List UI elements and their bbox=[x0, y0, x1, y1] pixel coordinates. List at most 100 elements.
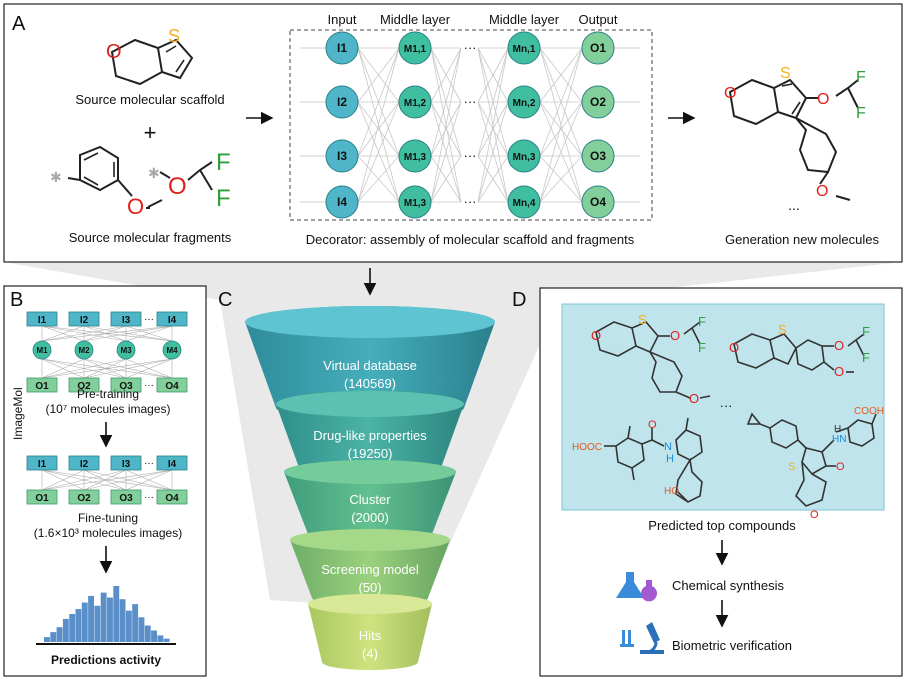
output-node bbox=[581, 31, 615, 65]
stage-name: Virtual database bbox=[323, 358, 417, 373]
input-cell-label: I1 bbox=[38, 315, 47, 326]
middle-layer-n-node bbox=[507, 185, 541, 219]
network-edge bbox=[357, 47, 400, 103]
nitrogen-atom: N bbox=[664, 441, 672, 453]
network-edge bbox=[539, 47, 583, 157]
network-edge bbox=[430, 47, 462, 103]
network-nodes: ············I1I2I3I4M1,1M1,2M1,3M1,3Mn,1… bbox=[325, 31, 615, 219]
input-node bbox=[325, 85, 359, 119]
sulfur-atom: S bbox=[168, 26, 180, 46]
network-edge bbox=[125, 325, 173, 342]
middle-node-label: M4 bbox=[166, 346, 178, 355]
stage-count: (2000) bbox=[351, 510, 389, 525]
output-cell bbox=[26, 489, 58, 505]
histogram-bar bbox=[119, 599, 126, 642]
flask-icon bbox=[616, 572, 657, 602]
network-edge bbox=[430, 101, 462, 157]
sulfur-atom: S bbox=[780, 65, 791, 82]
ellipsis-dots: ··· bbox=[144, 458, 154, 469]
stage-name: Screening model bbox=[321, 562, 419, 577]
oxygen-atom: O bbox=[816, 183, 828, 200]
middle-layer-node-label: M1,3 bbox=[404, 198, 427, 209]
middle-node bbox=[32, 340, 52, 360]
middle-layer-n-node bbox=[507, 139, 541, 173]
predictions-histogram bbox=[44, 586, 170, 642]
network-edge bbox=[539, 155, 583, 203]
input-cell-label: I4 bbox=[168, 459, 177, 470]
output-cell bbox=[110, 489, 142, 505]
panel-b-letter: B bbox=[10, 289, 23, 311]
more-compounds-ellipsis: ··· bbox=[720, 398, 733, 413]
oxygen-atom: O bbox=[817, 91, 829, 108]
network-edge bbox=[477, 101, 509, 203]
network-edge bbox=[41, 325, 173, 342]
ellipsis-dots: ··· bbox=[464, 40, 477, 55]
predicted-compounds-box bbox=[561, 303, 885, 511]
input-node-label: I2 bbox=[337, 95, 347, 109]
histogram-bar bbox=[56, 627, 63, 642]
network-connections bbox=[300, 47, 640, 203]
stage-count: (4) bbox=[362, 646, 378, 661]
input-cell-label: I3 bbox=[122, 459, 131, 470]
network-edge bbox=[539, 101, 583, 203]
histogram-bar bbox=[132, 604, 139, 642]
hydrogen-atom: H bbox=[666, 453, 674, 465]
oxygen-atom: O bbox=[834, 338, 844, 353]
biometric-verification-label: Biometric verification bbox=[672, 638, 792, 653]
network-edge bbox=[83, 325, 173, 342]
ellipsis-dots: ··· bbox=[144, 380, 154, 391]
panel-a-letter: A bbox=[12, 13, 26, 35]
stage-count: (140569) bbox=[344, 376, 396, 391]
network-edge bbox=[477, 47, 509, 203]
network-edge bbox=[357, 47, 400, 157]
middle-layer-n-node bbox=[507, 85, 541, 119]
input-node-label: I1 bbox=[337, 41, 347, 55]
fluorine-atom: F bbox=[698, 314, 706, 329]
input-cell bbox=[26, 311, 58, 327]
histogram-bar bbox=[125, 610, 132, 642]
middle-layer-node bbox=[398, 85, 432, 119]
stage-count: (50) bbox=[358, 580, 381, 595]
middle-layer-node bbox=[398, 139, 432, 173]
input-cell bbox=[26, 455, 58, 471]
middle-node-label: M3 bbox=[120, 346, 132, 355]
funnel-stage: Virtual database (140569) bbox=[245, 306, 495, 418]
network-edge bbox=[83, 469, 173, 491]
hydrogen-atom: H bbox=[834, 424, 841, 435]
stage-name: Cluster bbox=[349, 492, 391, 507]
middle-node bbox=[116, 340, 136, 360]
predictions-label: Predictions activity bbox=[51, 653, 161, 667]
histogram-bar bbox=[163, 638, 170, 642]
histogram-bar bbox=[100, 592, 107, 642]
histogram-bar bbox=[113, 586, 120, 642]
middle-layer-node bbox=[398, 185, 432, 219]
sulfur-atom: S bbox=[788, 461, 795, 473]
network-edge bbox=[357, 101, 400, 157]
middle-layer-n-node-label: Mn,2 bbox=[513, 98, 536, 109]
output-cell-label: O1 bbox=[35, 493, 49, 504]
network-edge bbox=[430, 47, 462, 203]
input-cell-label: I2 bbox=[80, 459, 89, 470]
middle-node bbox=[162, 340, 182, 360]
attachment-point-icon: ✱ bbox=[148, 165, 160, 181]
output-cell bbox=[68, 489, 100, 505]
output-node bbox=[581, 139, 615, 173]
histogram-bar bbox=[157, 635, 164, 642]
output-node-label: O2 bbox=[590, 95, 606, 109]
source-fragments-label: Source molecular fragments bbox=[69, 230, 232, 245]
output-cell bbox=[26, 377, 58, 393]
funnel-backdrop bbox=[4, 262, 902, 610]
histogram-bar bbox=[62, 618, 69, 642]
input-cell-label: I3 bbox=[122, 315, 131, 326]
network-edge bbox=[41, 325, 127, 342]
oxygen-atom: O bbox=[729, 340, 739, 355]
network-edge bbox=[41, 325, 85, 342]
output-cell bbox=[110, 377, 142, 393]
oxygen-atom: O bbox=[168, 173, 187, 200]
oxygen-atom: O bbox=[127, 194, 144, 219]
output-cell-label: O1 bbox=[35, 381, 49, 392]
compound-2 bbox=[733, 333, 865, 373]
compound-3 bbox=[604, 417, 703, 503]
